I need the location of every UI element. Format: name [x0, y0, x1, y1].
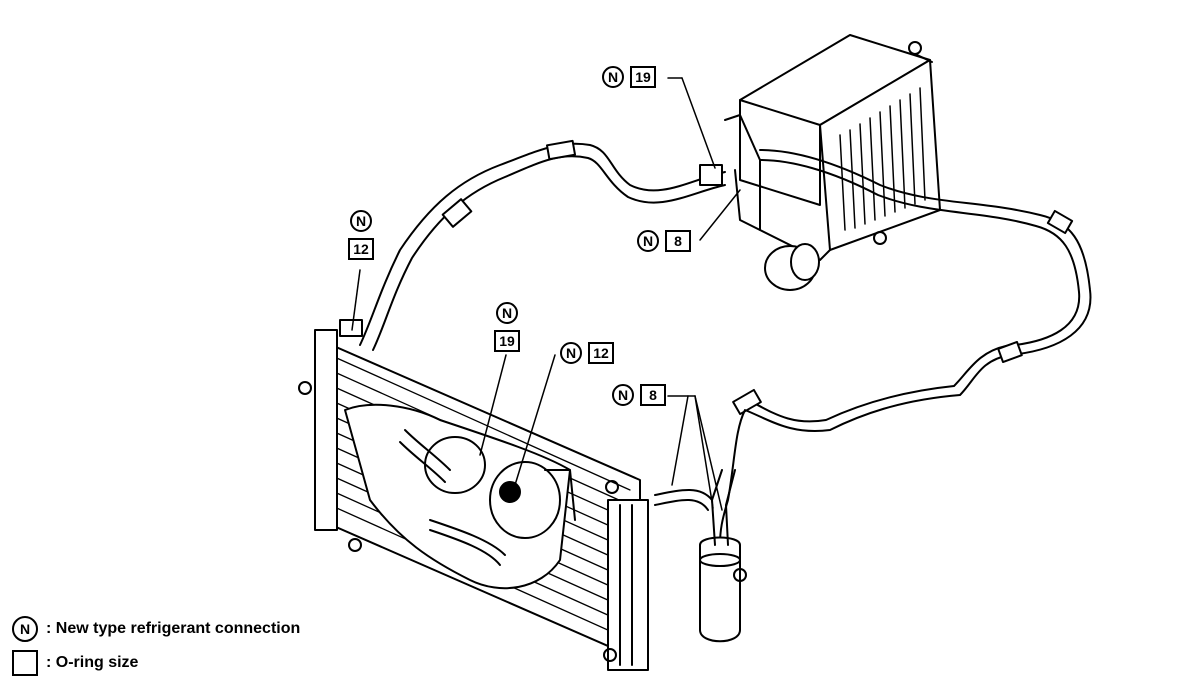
new-connection-icon: N: [560, 342, 582, 364]
oring-size-box: 8: [640, 384, 666, 406]
oring-size-box: 12: [348, 238, 374, 260]
callout-liquid-tank: N 8: [612, 384, 666, 406]
oring-size-box: 19: [494, 330, 520, 352]
oring-size-box: 12: [588, 342, 614, 364]
oring-box-icon: [12, 650, 38, 676]
compressor: [344, 403, 576, 590]
new-connection-icon: N: [612, 384, 634, 406]
liquid-tank: [654, 469, 747, 643]
new-connection-icon: N: [496, 302, 518, 324]
legend-oring-size-text: : O-ring size: [46, 654, 139, 671]
oring-size-box: 8: [665, 230, 691, 252]
callout-evaporator-outlet: N 8: [637, 230, 691, 252]
new-connection-icon: N: [602, 66, 624, 88]
legend-oring-size: : O-ring size: [12, 650, 138, 676]
new-connection-icon: N: [12, 616, 38, 642]
callout-compressor-suction: N 19: [494, 302, 520, 352]
new-connection-icon: N: [637, 230, 659, 252]
callout-condenser-inlet: N 12: [348, 210, 374, 260]
suction-hose: [359, 139, 726, 351]
legend-new-connection-text: : New type refrigerant connection: [46, 620, 301, 637]
evaporator-unit: [724, 34, 941, 291]
callout-compressor-discharge: N 12: [560, 342, 614, 364]
legend-new-connection: N : New type refrigerant connection: [12, 616, 300, 642]
oring-size-box: 19: [630, 66, 656, 88]
callout-evaporator-inlet: N 19: [602, 66, 656, 88]
new-connection-icon: N: [350, 210, 372, 232]
